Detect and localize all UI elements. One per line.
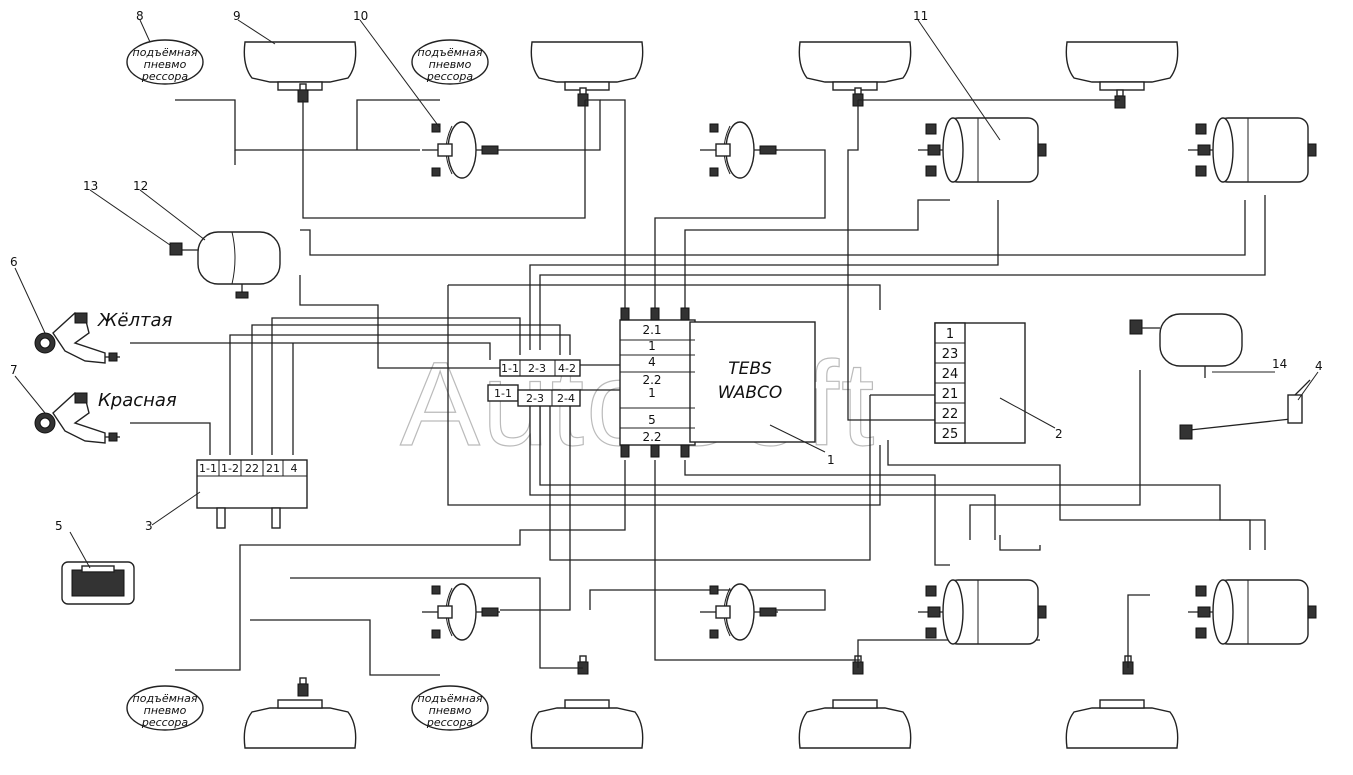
svg-text:24: 24 xyxy=(942,367,959,382)
svg-text:подъёмная: подъёмная xyxy=(133,46,198,59)
svg-text:Красная: Красная xyxy=(98,390,177,411)
svg-text:1: 1 xyxy=(946,327,954,342)
svg-text:5: 5 xyxy=(55,519,63,533)
svg-text:4: 4 xyxy=(1315,359,1323,373)
svg-text:21: 21 xyxy=(942,387,959,402)
svg-text:2-3: 2-3 xyxy=(526,392,544,405)
svg-text:пневмо: пневмо xyxy=(429,58,472,71)
svg-text:1: 1 xyxy=(827,453,835,467)
tire-top-1 xyxy=(243,41,357,91)
svg-text:3: 3 xyxy=(145,519,153,533)
svg-text:пневмо: пневмо xyxy=(144,58,187,71)
air-spring-label-br: подъёмная пневмо рессора xyxy=(411,685,489,731)
tire-top-3 xyxy=(798,41,912,91)
valve-block: 1-1 2-3 4-2 1-1 2-3 2-4 xyxy=(487,359,581,407)
svg-text:1: 1 xyxy=(648,386,656,400)
svg-text:6: 6 xyxy=(10,255,18,269)
svg-text:2.1: 2.1 xyxy=(642,323,661,337)
svg-text:1-1: 1-1 xyxy=(494,387,512,400)
svg-text:25: 25 xyxy=(942,427,959,442)
spring-brake-br2 xyxy=(1187,579,1317,645)
svg-text:7: 7 xyxy=(10,363,18,377)
svg-text:WABCO: WABCO xyxy=(718,383,783,403)
brake-chamber-tm xyxy=(699,121,779,179)
air-tank-14 xyxy=(1129,313,1243,378)
svg-text:1-2: 1-2 xyxy=(221,462,239,475)
svg-text:1: 1 xyxy=(648,339,656,353)
svg-text:4: 4 xyxy=(648,355,656,369)
svg-text:пневмо: пневмо xyxy=(429,704,472,717)
svg-text:8: 8 xyxy=(136,9,144,23)
tire-bottom-3 xyxy=(798,699,912,749)
svg-text:13: 13 xyxy=(83,179,98,193)
svg-text:11: 11 xyxy=(913,9,928,23)
svg-text:14: 14 xyxy=(1272,357,1287,371)
tire-bottom-1 xyxy=(243,699,357,749)
svg-text:2.2: 2.2 xyxy=(642,373,661,387)
svg-text:пневмо: пневмо xyxy=(144,704,187,717)
svg-text:подъёмная: подъёмная xyxy=(418,692,483,705)
module-3: 1-1 1-2 22 21 4 xyxy=(196,459,308,529)
svg-text:23: 23 xyxy=(942,347,959,362)
svg-text:2.2: 2.2 xyxy=(642,430,661,444)
tire-bottom-2 xyxy=(530,699,644,749)
air-spring-label-bl: подъёмная пневмо рессора xyxy=(126,685,204,731)
air-spring-label-tr: подъёмная пневмо рессора xyxy=(411,39,489,85)
svg-text:12: 12 xyxy=(133,179,148,193)
tire-top-4 xyxy=(1065,41,1179,91)
svg-text:21: 21 xyxy=(266,462,280,475)
module-2: 1 23 24 21 22 25 xyxy=(934,322,1026,444)
control-unit-5 xyxy=(61,561,135,605)
svg-text:рессора: рессора xyxy=(426,70,474,83)
tire-bottom-4 xyxy=(1065,699,1179,749)
svg-text:10: 10 xyxy=(353,9,368,23)
tebs-module-1: 2.1 1 4 2.2 1 5 2.2 TEBS WABCO xyxy=(619,307,816,458)
pipework xyxy=(130,99,1266,676)
air-spring-label-tl: подъёмная пневмо рессора xyxy=(126,39,204,85)
coupling-yellow: Жёлтая xyxy=(34,310,172,364)
svg-text:рессора: рессора xyxy=(426,716,474,729)
svg-text:TEBS: TEBS xyxy=(728,359,772,379)
svg-text:рессора: рессора xyxy=(141,716,189,729)
svg-text:9: 9 xyxy=(233,9,241,23)
svg-text:2-4: 2-4 xyxy=(557,392,575,405)
svg-text:22: 22 xyxy=(942,407,959,422)
brake-chamber-tl xyxy=(421,121,501,179)
height-valve-4 xyxy=(1179,379,1311,440)
air-tank-12 xyxy=(169,231,281,299)
svg-text:подъёмная: подъёмная xyxy=(418,46,483,59)
svg-text:2: 2 xyxy=(1055,427,1063,441)
brake-chamber-bm xyxy=(699,583,779,641)
svg-text:5: 5 xyxy=(648,413,656,427)
svg-text:подъёмная: подъёмная xyxy=(133,692,198,705)
coupling-red: Красная xyxy=(34,390,177,444)
spring-brake-tr1 xyxy=(917,117,1047,183)
brake-chamber-bl xyxy=(421,583,501,641)
svg-text:1-1: 1-1 xyxy=(199,462,217,475)
callouts: 1 2 3 4 5 6 7 8 9 10 11 12 13 14 xyxy=(10,9,1323,569)
svg-text:рессора: рессора xyxy=(141,70,189,83)
svg-text:Жёлтая: Жёлтая xyxy=(97,310,172,331)
svg-text:22: 22 xyxy=(245,462,259,475)
svg-text:4: 4 xyxy=(291,462,298,475)
svg-text:1-1: 1-1 xyxy=(501,362,519,375)
tire-top-2 xyxy=(530,41,644,91)
spring-brake-tr2 xyxy=(1187,117,1317,183)
svg-text:2-3: 2-3 xyxy=(528,362,546,375)
spring-brake-br1 xyxy=(917,579,1047,645)
svg-text:4-2: 4-2 xyxy=(558,362,576,375)
